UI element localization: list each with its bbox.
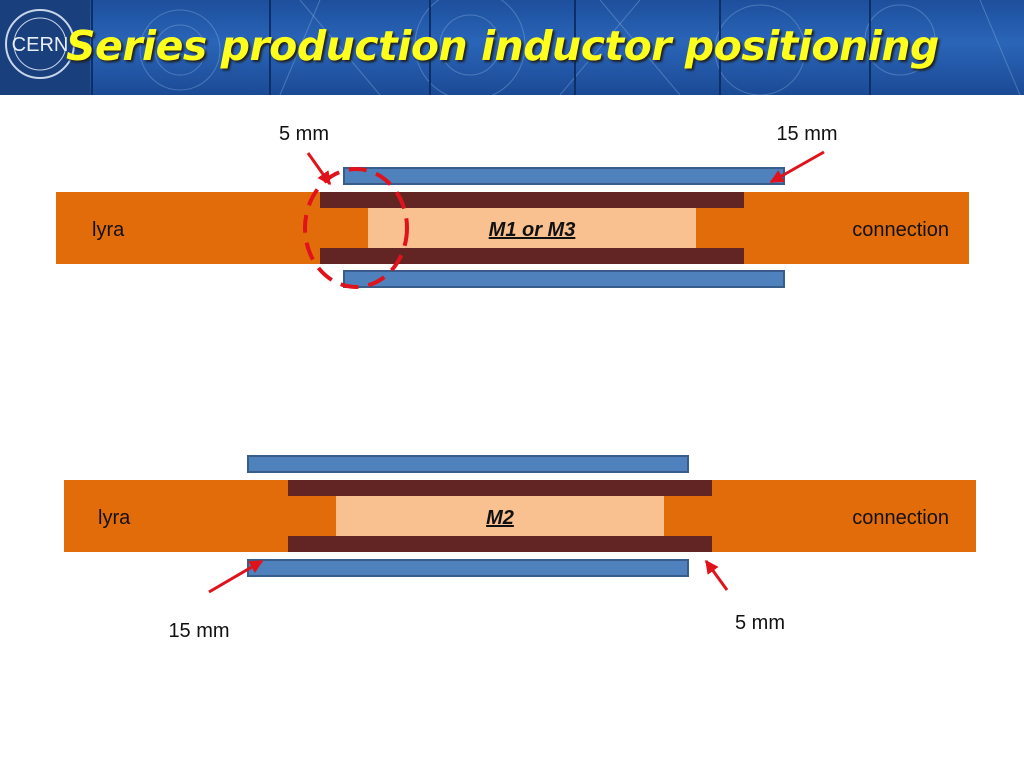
cern-logo: CERN: [0, 0, 90, 95]
brown-layer-top-upper: [320, 192, 744, 208]
label-lyra-bottom: lyra: [98, 507, 131, 529]
inductor-bottom-upper: [247, 455, 689, 473]
slide-header: CERN Series production inductor position…: [0, 0, 1024, 95]
arrow-5mm-top: [306, 152, 332, 186]
callout-5mm-top: 5 mm: [279, 123, 329, 145]
arrow-5mm-bottom: [704, 559, 729, 591]
brown-layer-bottom-upper: [288, 480, 712, 496]
slide-title: Series production inductor positioning: [66, 22, 939, 70]
label-connection-top: connection: [852, 219, 949, 241]
inductor-top-lower: [343, 270, 785, 288]
callout-5mm-bottom: 5 mm: [735, 612, 785, 634]
svg-text:CERN: CERN: [12, 34, 69, 56]
inductor-top-upper: [343, 167, 785, 185]
magnet-label-bottom: M2: [486, 507, 514, 529]
assembly-top: lyra connection M1 or M3 5 mm 15 mm: [56, 123, 969, 289]
callout-15mm-bottom: 15 mm: [168, 620, 229, 642]
inductor-bottom-lower: [247, 559, 689, 577]
label-connection-bottom: connection: [852, 507, 949, 529]
magnet-label-top: M1 or M3: [489, 219, 576, 241]
arrow-15mm-bottom: [208, 559, 264, 594]
callout-15mm-top: 15 mm: [776, 123, 837, 145]
label-lyra-top: lyra: [92, 219, 125, 241]
inductor-diagram: lyra connection M1 or M3 5 mm 15 mm lyra…: [56, 123, 976, 642]
magnet-block-top: [368, 208, 696, 248]
magnet-block-bottom: [336, 496, 664, 536]
arrow-15mm-top: [769, 150, 825, 184]
header-background-art: CERN: [0, 0, 1021, 95]
assembly-bottom: lyra connection M2 15 mm 5 mm: [64, 455, 976, 642]
brown-layer-bottom-lower: [288, 536, 712, 552]
brown-layer-top-lower: [320, 248, 744, 264]
highlight-circle: [303, 167, 409, 289]
